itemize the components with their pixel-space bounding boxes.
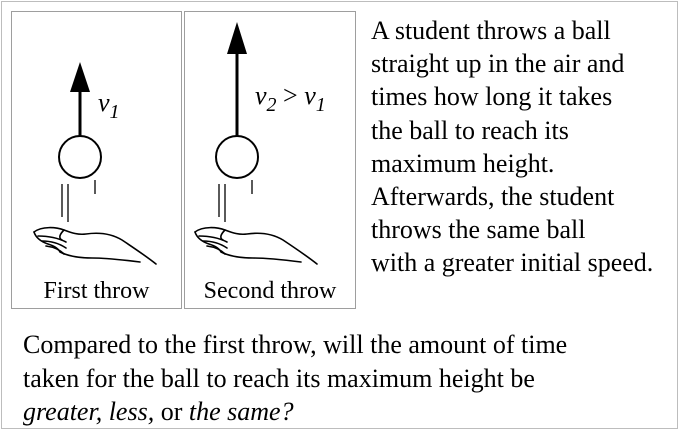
description-line: the ball to reach its xyxy=(371,115,569,145)
option-or: or xyxy=(160,397,183,426)
first-throw-illustration: v1 xyxy=(33,62,157,265)
velocity-label-v2-gt-v1: v2 > v1 xyxy=(255,81,326,116)
option-less: less, xyxy=(108,397,155,426)
description-line: maximum height. xyxy=(371,148,555,178)
question-line: Compared to the first throw, will the am… xyxy=(23,330,568,359)
velocity-arrow-head xyxy=(227,22,247,54)
option-greater: greater, xyxy=(23,397,103,426)
hand-icon xyxy=(33,226,157,265)
description-line: Afterwards, the student xyxy=(371,182,615,212)
option-same: the same? xyxy=(188,397,294,426)
question-text: Compared to the first throw, will the am… xyxy=(23,328,673,429)
scenario-description: A student throws a ball straight up in t… xyxy=(371,14,681,280)
second-throw-panel: v2 > v1 Second throw xyxy=(184,11,356,309)
ball xyxy=(58,135,102,179)
first-throw-caption: First throw xyxy=(43,278,150,304)
second-throw-illustration: v2 > v1 xyxy=(194,22,326,265)
second-throw-caption: Second throw xyxy=(203,278,337,304)
ball xyxy=(215,135,259,179)
description-line: times how long it takes xyxy=(371,82,613,112)
description-line: straight up in the air and xyxy=(371,49,625,79)
question-options-line: greater, less, or the same? xyxy=(23,395,673,429)
first-throw-panel: v1 First throw xyxy=(11,11,182,309)
description-line: with a greater initial speed. xyxy=(371,248,654,278)
description-line: throws the same ball xyxy=(371,215,586,245)
velocity-label-v1: v1 xyxy=(98,88,120,123)
hand-icon xyxy=(194,226,318,265)
question-line: taken for the ball to reach its maximum … xyxy=(23,363,535,393)
velocity-arrow-head xyxy=(70,62,90,92)
description-line: A student throws a ball xyxy=(371,16,611,45)
